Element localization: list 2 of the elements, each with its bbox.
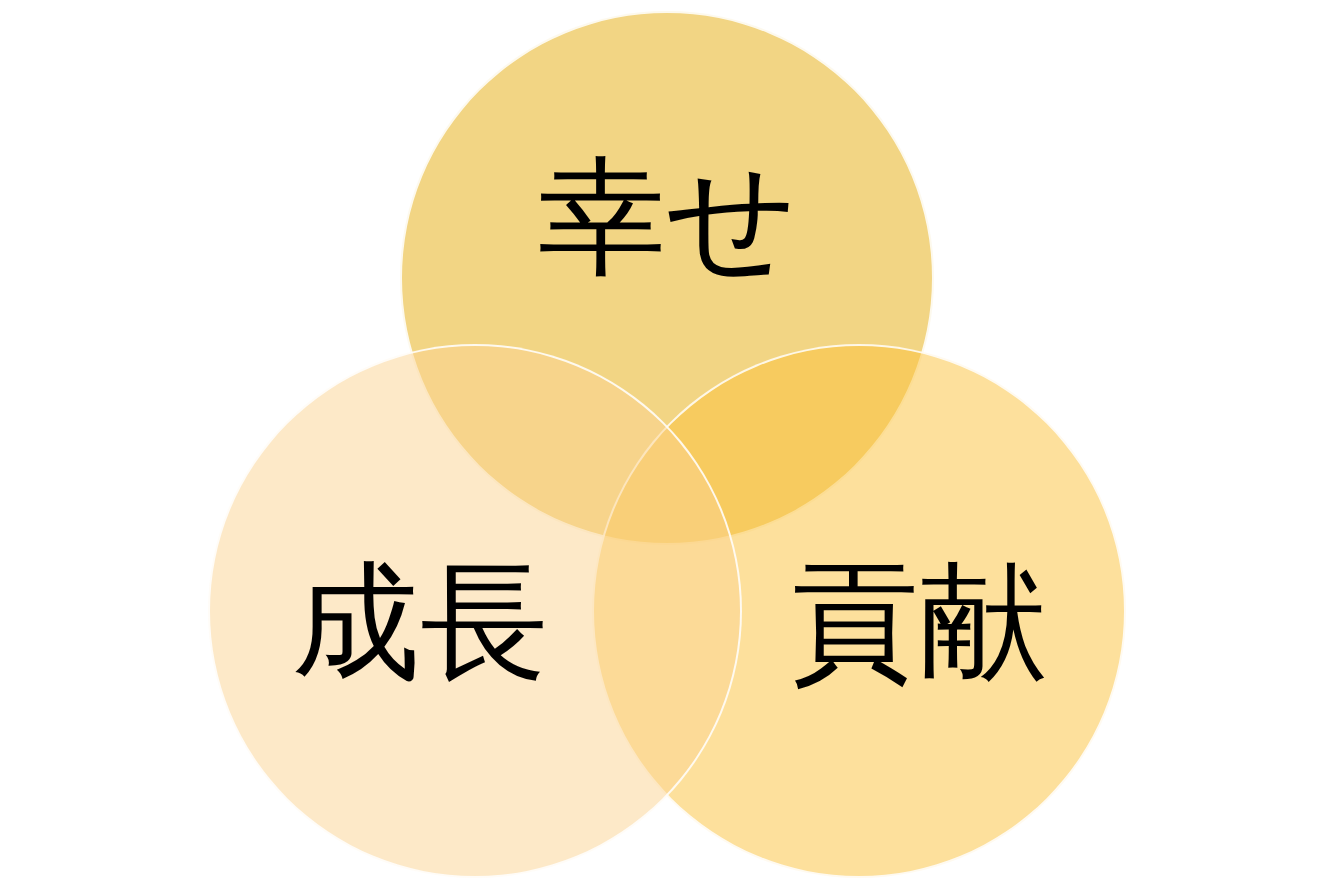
circle-label: 成長 xyxy=(292,558,548,686)
circle-label: 幸せ xyxy=(537,153,797,281)
